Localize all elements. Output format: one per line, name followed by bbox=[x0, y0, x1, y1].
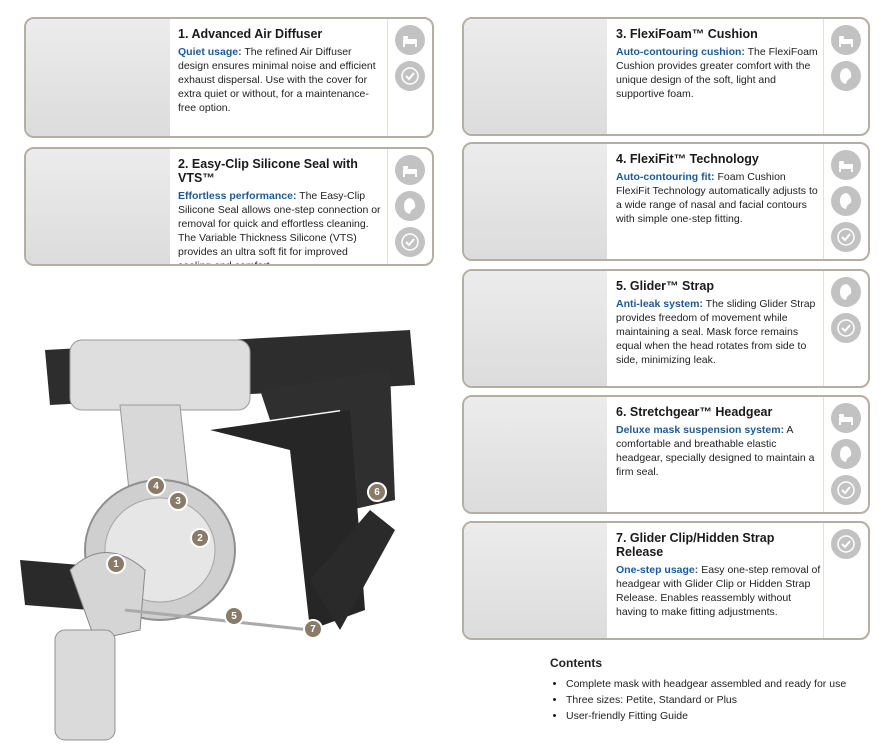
feature-title: 7. Glider Clip/Hidden Strap Release bbox=[616, 531, 775, 559]
feature-title: 1. Advanced Air Diffuser bbox=[178, 27, 323, 41]
feature-card-7: 7. Glider Clip/Hidden Strap Release One-… bbox=[462, 521, 870, 640]
feature-photo bbox=[26, 149, 170, 264]
feature-title: 6. Stretchgear™ Headgear bbox=[616, 405, 773, 419]
feature-title: 5. Glider™ Strap bbox=[616, 279, 714, 293]
bed-icon bbox=[395, 25, 425, 55]
feature-description: Effortless performance: The Easy-Clip Si… bbox=[178, 190, 381, 266]
feature-icons bbox=[823, 271, 868, 386]
feature-photo bbox=[464, 19, 607, 134]
callout-badge: 5 bbox=[224, 606, 244, 626]
bed-icon bbox=[831, 25, 861, 55]
feature-description: Deluxe mask suspension system: A comfort… bbox=[616, 424, 815, 478]
face-icon bbox=[831, 61, 861, 91]
feature-description: Auto-contouring fit: Foam Cushion FlexiF… bbox=[616, 171, 818, 225]
callout-badge: 3 bbox=[168, 491, 188, 511]
feature-icons bbox=[387, 19, 432, 136]
feature-description: Auto-contouring cushion: The FlexiFoam C… bbox=[616, 46, 818, 100]
contents-title: Contents bbox=[550, 656, 602, 670]
callout-badge: 7 bbox=[303, 619, 323, 639]
feature-card-5: 5. Glider™ Strap Anti-leak system: The s… bbox=[462, 269, 870, 388]
check-icon bbox=[395, 227, 425, 257]
feature-description: Quiet usage: The refined Air Diffuser de… bbox=[178, 46, 376, 114]
feature-card-4: 4. FlexiFit™ Technology Auto-contouring … bbox=[462, 142, 870, 261]
feature-photo bbox=[464, 271, 607, 386]
contents-list: Complete mask with headgear assembled an… bbox=[550, 676, 850, 724]
feature-title: 3. FlexiFoam™ Cushion bbox=[616, 27, 758, 41]
check-icon bbox=[831, 529, 861, 559]
feature-title: 4. FlexiFit™ Technology bbox=[616, 152, 759, 166]
list-item: Complete mask with headgear assembled an… bbox=[566, 676, 850, 692]
check-icon bbox=[831, 313, 861, 343]
feature-photo bbox=[464, 144, 607, 259]
feature-description: One-step usage: Easy one-step removal of… bbox=[616, 564, 821, 618]
callout-badge: 2 bbox=[190, 528, 210, 548]
feature-card-2: 2. Easy-Clip Silicone Seal with VTS™ Eff… bbox=[24, 147, 434, 266]
face-icon bbox=[831, 277, 861, 307]
feature-icons bbox=[823, 397, 868, 512]
bed-icon bbox=[831, 150, 861, 180]
bed-icon bbox=[395, 155, 425, 185]
mask-illustration bbox=[20, 330, 415, 741]
feature-card-1: 1. Advanced Air Diffuser Quiet usage: Th… bbox=[24, 17, 434, 138]
feature-photo bbox=[464, 397, 607, 512]
face-icon bbox=[831, 439, 861, 469]
feature-icons bbox=[823, 523, 868, 638]
callout-badge: 6 bbox=[367, 482, 387, 502]
feature-icons bbox=[823, 19, 868, 134]
feature-title: 2. Easy-Clip Silicone Seal with VTS™ bbox=[178, 157, 358, 185]
feature-card-6: 6. Stretchgear™ Headgear Deluxe mask sus… bbox=[462, 395, 870, 514]
feature-card-3: 3. FlexiFoam™ Cushion Auto-contouring cu… bbox=[462, 17, 870, 136]
callout-badge: 1 bbox=[106, 554, 126, 574]
face-icon bbox=[831, 186, 861, 216]
feature-icons bbox=[387, 149, 432, 264]
callout-badge: 4 bbox=[146, 476, 166, 496]
feature-photo bbox=[464, 523, 607, 638]
list-item: Three sizes: Petite, Standard or Plus bbox=[566, 692, 850, 708]
face-icon bbox=[395, 191, 425, 221]
check-icon bbox=[831, 475, 861, 505]
check-icon bbox=[831, 222, 861, 252]
contents-section: Contents Complete mask with headgear ass… bbox=[550, 656, 850, 724]
feature-photo bbox=[26, 19, 170, 136]
feature-icons bbox=[823, 144, 868, 259]
feature-description: Anti-leak system: The sliding Glider Str… bbox=[616, 298, 816, 366]
check-icon bbox=[395, 61, 425, 91]
list-item: User-friendly Fitting Guide bbox=[566, 708, 850, 724]
bed-icon bbox=[831, 403, 861, 433]
